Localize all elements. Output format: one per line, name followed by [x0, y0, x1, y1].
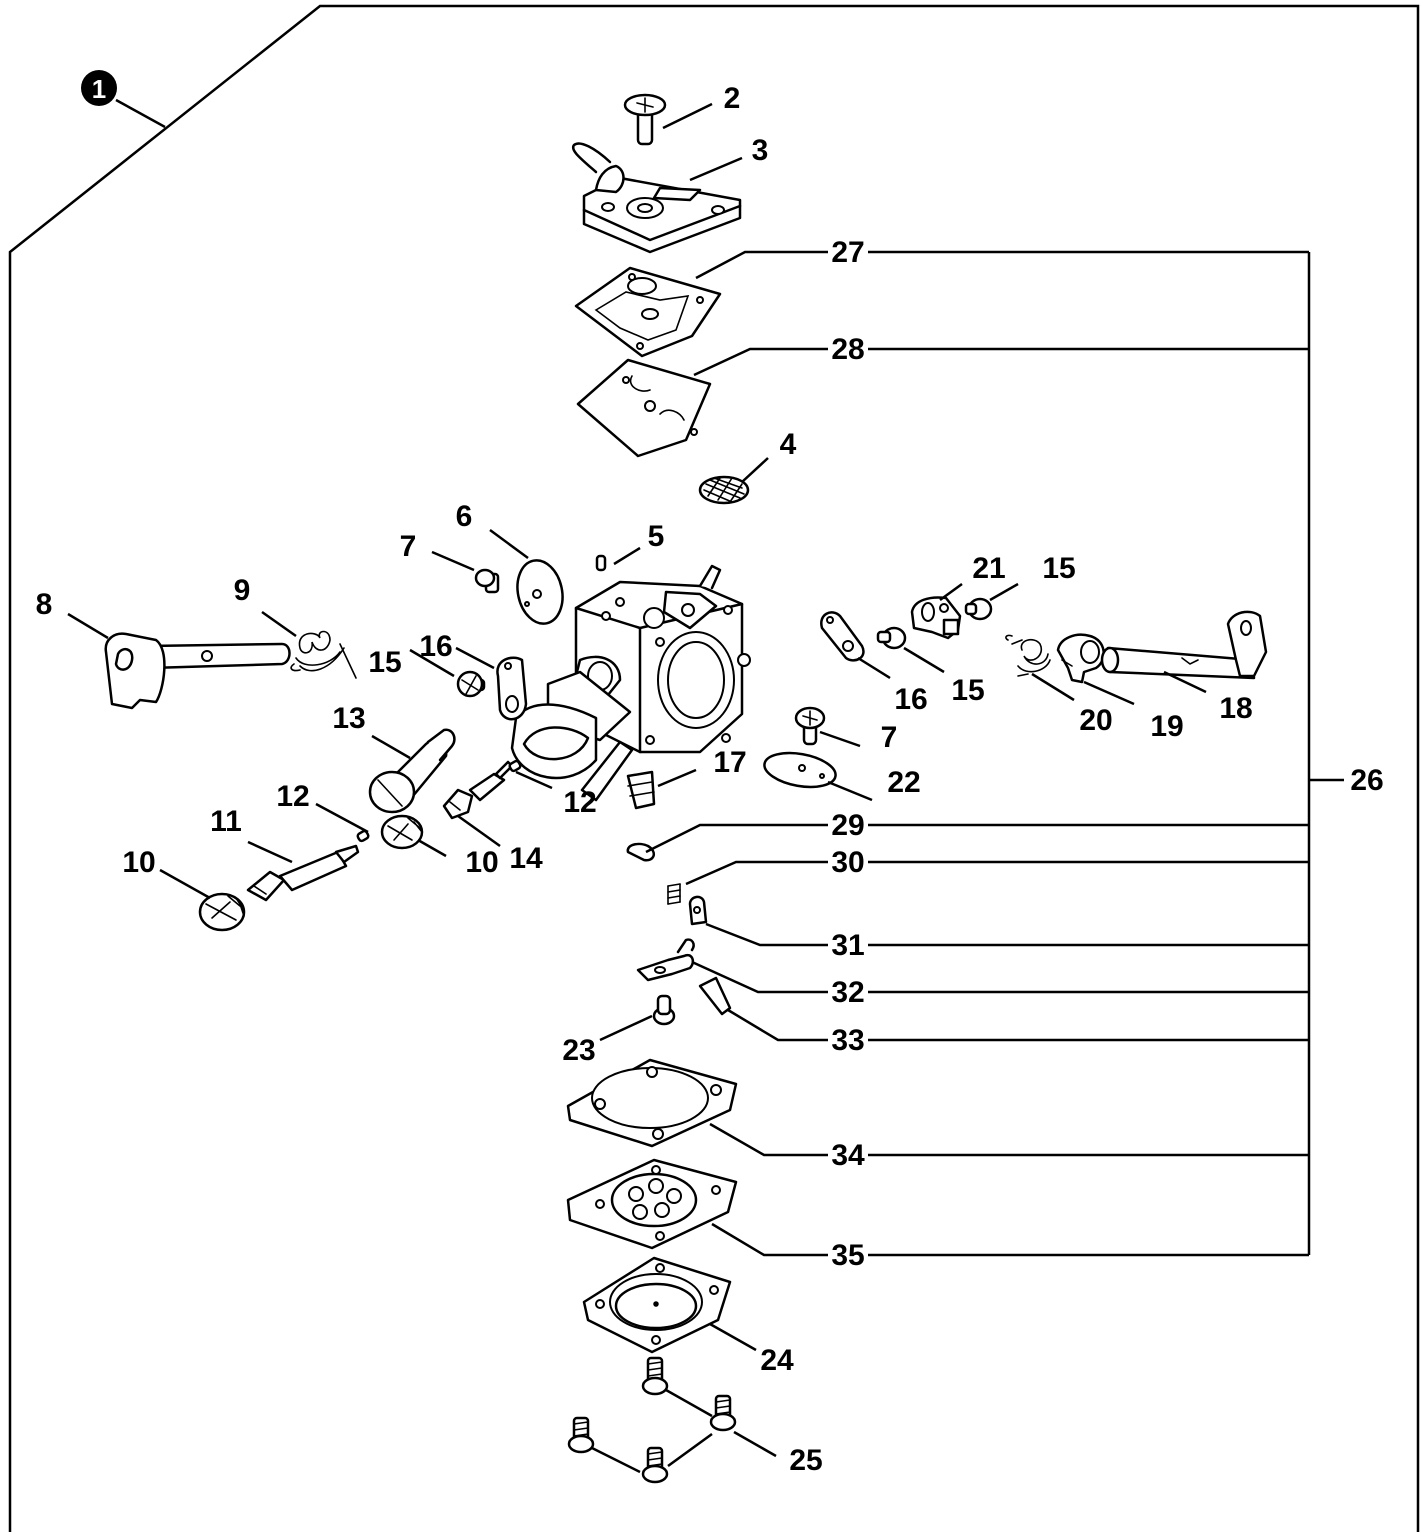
part-19-lever [1056, 633, 1105, 684]
part-30-spring [667, 883, 681, 905]
kit-26-bracket [868, 250, 1344, 1257]
part-12-oring-lower [356, 829, 370, 843]
part-7-screw-right [794, 706, 826, 746]
part-10-cap-left [198, 892, 246, 932]
part-2-screw [623, 93, 667, 146]
callout-33: 33 [831, 1024, 864, 1057]
callout-31: 31 [831, 929, 864, 962]
callout-12-lower: 12 [276, 780, 309, 813]
part-25-screw-c [567, 1416, 595, 1454]
callout-27: 27 [831, 236, 864, 269]
callout-23: 23 [562, 1034, 595, 1067]
part-15-screw-right-lower [876, 626, 907, 650]
part-20-spring [1005, 634, 1051, 677]
part-34-gasket [566, 1058, 738, 1148]
part-9-spring [290, 630, 357, 679]
part-16-bracket-left [496, 656, 528, 721]
callout-24: 24 [760, 1344, 794, 1377]
part-32-inlet-lever [636, 938, 695, 982]
callout-8: 8 [36, 588, 53, 621]
part-18-choke-shaft [1100, 610, 1268, 680]
leader-lines [67, 102, 1207, 1474]
callout-10-right: 10 [465, 846, 498, 879]
callout-16-left: 16 [419, 630, 452, 663]
callout-28: 28 [831, 333, 864, 366]
part-33-lever-pin [698, 976, 732, 1016]
callout-19: 19 [1150, 710, 1183, 743]
part-3-pump-cover [571, 142, 742, 254]
part-25-screw-d [641, 1446, 669, 1484]
callout-29: 29 [831, 809, 864, 842]
callout-32: 32 [831, 976, 864, 1009]
callout-10-left: 10 [122, 846, 155, 879]
callout-16-right: 16 [894, 683, 927, 716]
callout-labels: 2 3 27 28 4 5 6 7 8 9 15 16 13 12 14 12 … [36, 82, 1384, 1477]
assembly-frame [8, 4, 1420, 1532]
part-25-screw-b [709, 1394, 737, 1432]
assembly-marker-label: 1 [92, 74, 106, 104]
assembly-marker: 1 [81, 70, 117, 106]
callout-15-right-upper: 15 [1042, 552, 1075, 585]
part-16-bracket-right [820, 611, 865, 662]
part-15-screw-left [456, 670, 486, 698]
callout-35: 35 [831, 1239, 864, 1272]
callout-3: 3 [752, 134, 769, 167]
carburetor-body [510, 564, 751, 802]
callout-13: 13 [332, 702, 365, 735]
callout-7-right: 7 [881, 721, 898, 754]
part-13-idle-screw [368, 728, 456, 814]
assembly-marker-leader [115, 98, 166, 129]
part-23-screw [652, 994, 676, 1026]
callout-9: 9 [234, 574, 251, 607]
callout-2: 2 [724, 82, 741, 115]
callout-20: 20 [1079, 704, 1112, 737]
callout-5: 5 [648, 520, 665, 553]
callout-30: 30 [831, 846, 864, 879]
callout-26: 26 [1350, 764, 1383, 797]
part-11-needle [246, 844, 360, 902]
part-21-lever [910, 596, 962, 640]
callout-6: 6 [456, 500, 473, 533]
part-22-choke-plate [763, 751, 837, 789]
part-29-seal [626, 842, 656, 862]
callout-4: 4 [780, 428, 797, 461]
callout-7-left: 7 [400, 530, 417, 563]
callout-14: 14 [509, 842, 543, 875]
part-10-cap-right [380, 814, 424, 850]
callout-17: 17 [713, 746, 746, 779]
callout-25: 25 [789, 1444, 822, 1477]
callout-12-upper: 12 [563, 786, 596, 819]
part-4-filter-screen [698, 475, 750, 505]
callout-11: 11 [210, 805, 242, 838]
part-6-throttle-plate [516, 559, 564, 625]
callout-34: 34 [831, 1139, 865, 1172]
callout-21: 21 [972, 552, 1005, 585]
part-35-metering-diaphragm [566, 1158, 738, 1250]
part-15-screw-right-upper [964, 597, 993, 621]
part-31-inlet-needle [688, 895, 708, 926]
part-24-metering-cover [582, 1256, 732, 1354]
callout-22: 22 [887, 766, 920, 799]
part-5-pin [595, 554, 607, 572]
part-12-oring-upper [508, 759, 522, 773]
part-7-screw-left [474, 568, 500, 594]
part-28-diaphragm [576, 358, 712, 458]
callout-18: 18 [1219, 692, 1252, 725]
part-25-screw-a [641, 1356, 669, 1396]
part-27-gasket [574, 266, 722, 358]
part-8-throttle-shaft [104, 632, 291, 710]
part-17-plug [626, 770, 656, 810]
part-14-needle [442, 760, 514, 820]
callout-15-left: 15 [368, 646, 401, 679]
callout-15-right-lower: 15 [951, 674, 984, 707]
